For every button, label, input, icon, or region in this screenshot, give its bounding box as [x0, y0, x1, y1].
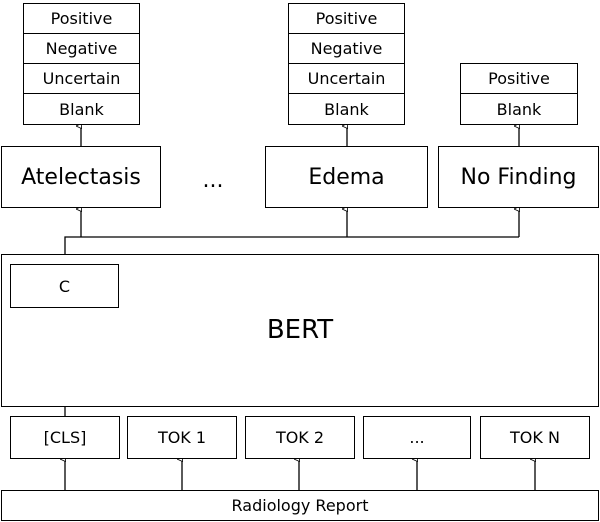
heads-ellipsis: ... [202, 167, 224, 193]
atelectasis-label-blank: Blank [23, 93, 140, 125]
atelectasis-label-positive: Positive [23, 3, 140, 34]
no-finding-head: No Finding [438, 146, 599, 208]
edema-label-uncertain: Uncertain [288, 63, 405, 94]
radiology-report-input: Radiology Report [1, 490, 599, 521]
bert-title: BERT [266, 315, 334, 345]
token-tokn: TOK N [480, 416, 590, 459]
token-ellipsis: ... [363, 416, 471, 459]
atelectasis-label-uncertain: Uncertain [23, 63, 140, 94]
atelectasis-head: Atelectasis [1, 146, 161, 208]
no-finding-label-positive: Positive [460, 63, 578, 94]
token-tok2: TOK 2 [245, 416, 355, 459]
edema-label-blank: Blank [288, 93, 405, 125]
cls-output-c: C [10, 264, 119, 308]
token-tok1: TOK 1 [127, 416, 237, 459]
no-finding-label-blank: Blank [460, 93, 578, 125]
edema-label-positive: Positive [288, 3, 405, 34]
edema-label-negative: Negative [288, 33, 405, 64]
atelectasis-label-negative: Negative [23, 33, 140, 64]
edema-head: Edema [265, 146, 428, 208]
token-cls: [CLS] [10, 416, 120, 459]
